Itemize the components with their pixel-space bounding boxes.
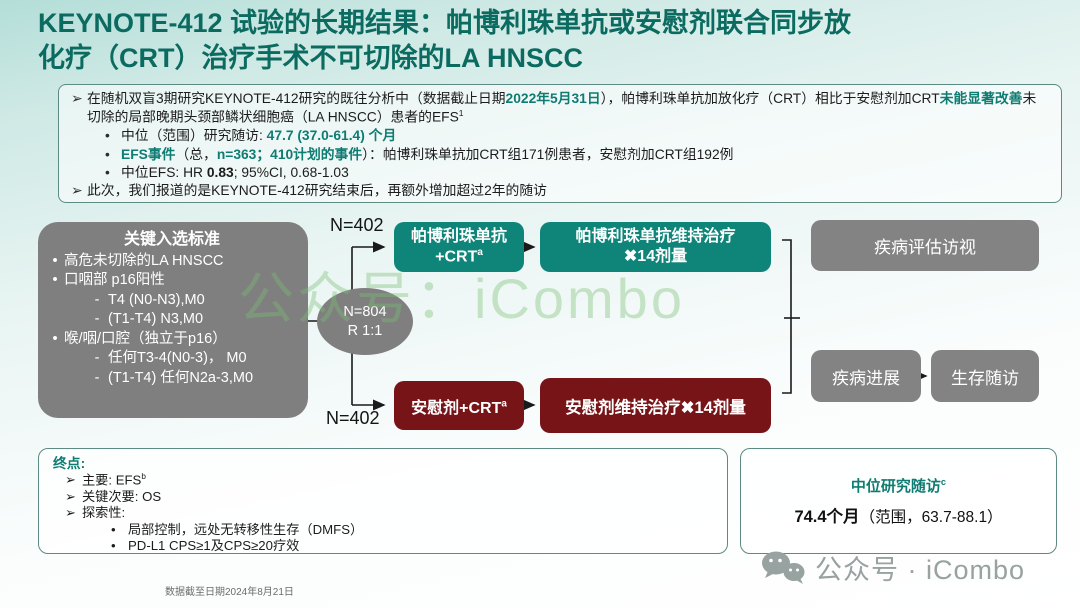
endpoints-title: 终点:	[53, 456, 86, 471]
disease-progression-box: 疾病进展	[811, 350, 921, 402]
placebo-crt-box: 安慰剂+CRTa	[394, 381, 524, 430]
bottom-watermark: 公众号 · iCombo	[760, 548, 1025, 587]
endpoints-box: 终点: ➢主要: EFSb ➢关键次要: OS ➢探索性: •局部控制，远处无转…	[38, 448, 728, 554]
endpoint-item: ➢主要: EFSb	[65, 472, 146, 488]
pembrolizumab-maintenance-box: 帕博利珠单抗维持治疗 ✖14剂量	[540, 222, 771, 272]
title-line-1: KEYNOTE-412 试验的长期结果：帕博利珠单抗或安慰剂联合同步放	[38, 8, 852, 38]
median-followup-title: 中位研究随访c	[850, 477, 947, 495]
median-followup-box: 中位研究随访c 74.4个月（范围，63.7-88.1）	[740, 448, 1057, 554]
data-cutoff-note: 数据截至日期2024年8月21日	[165, 587, 294, 598]
title-line-2: 化疗（CRT）治疗手术不可切除的LA HNSCC	[38, 43, 583, 74]
placebo-maintenance-box: 安慰剂维持治疗✖14剂量	[540, 378, 771, 433]
summary-bullet-3: • EFS事件（总，n=363；410计划的事件）：帕博利珠单抗加CRT组171…	[105, 146, 1049, 164]
survival-followup-box: 生存随访	[931, 350, 1039, 402]
disease-assessment-box: 疾病评估访视	[811, 220, 1039, 271]
summary-bullet-4-text: 中位EFS: HR 0.83; 95%CI, 0.68-1.03	[121, 164, 349, 180]
n-label-bottom: N=402	[326, 408, 380, 428]
criteria-item: -任何T3-4(N0-3)， M0	[94, 350, 247, 367]
endpoint-item: •局部控制，远处无转移性生存（DMFS）	[111, 521, 364, 537]
dot-bullet-icon: •	[105, 146, 110, 162]
summary-bullet-1-text: 在随机双盲3期研究KEYNOTE-412研究的既往分析中（数据截止日期2022年…	[87, 91, 1037, 125]
endpoint-item: ➢关键次要: OS	[65, 488, 162, 504]
summary-bullet-2-text: 中位（范围）研究随访: 47.7 (37.0-61.4) 个月	[121, 128, 397, 144]
summary-bullet-5: ➢ 此次，我们报道的是KEYNOTE-412研究结束后，再额外增加超过2年的随访	[71, 182, 1049, 200]
randomization-ratio: R 1:1	[347, 322, 383, 339]
endpoint-item: ➢探索性:	[65, 505, 126, 521]
criteria-item: •口咽部 p16阳性	[52, 272, 165, 289]
arrow-bullet-icon: ➢	[71, 183, 83, 199]
summary-bullet-4: • 中位EFS: HR 0.83; 95%CI, 0.68-1.03	[105, 164, 1049, 182]
endpoint-item: •PD-L1 CPS≥1及CPS≥20疗效	[111, 537, 300, 553]
page-title: KEYNOTE-412 试验的长期结果：帕博利珠单抗或安慰剂联合同步放 化疗（C…	[38, 6, 1053, 76]
summary-box: ➢ 在随机双盲3期研究KEYNOTE-412研究的既往分析中（数据截止日期202…	[58, 84, 1062, 203]
pembrolizumab-crt-box: 帕博利珠单抗 +CRTa	[394, 222, 524, 272]
wechat-icon	[762, 551, 805, 584]
eligibility-criteria-box: 关键入选标准 •高危未切除的LA HNSCC •口咽部 p16阳性 -T4 (N…	[38, 222, 308, 418]
criteria-item: •喉/咽/口腔（独立于p16）	[52, 330, 227, 347]
criteria-item: -(T1-T4) N3,M0	[94, 311, 204, 328]
arrow-bullet-icon: ➢	[71, 91, 83, 106]
criteria-item: -(T1-T4) 任何N2a-3,M0	[94, 369, 254, 386]
summary-bullet-5-text: 此次，我们报道的是KEYNOTE-412研究结束后，再额外增加超过2年的随访	[87, 183, 547, 199]
randomization-n: N=804	[343, 303, 387, 320]
dot-bullet-icon: •	[105, 164, 110, 180]
n-label-top: N=402	[330, 215, 384, 235]
criteria-item: -T4 (N0-N3),M0	[94, 291, 205, 308]
criteria-title: 关键入选标准	[123, 231, 220, 248]
median-followup-value: 74.4个月（范围，63.7-88.1）	[794, 508, 1003, 526]
dot-bullet-icon: •	[105, 128, 110, 144]
criteria-item: •高危未切除的LA HNSCC	[52, 252, 224, 269]
randomization-node: N=804 R 1:1	[317, 288, 413, 355]
summary-bullet-2: • 中位（范围）研究随访: 47.7 (37.0-61.4) 个月	[105, 127, 1049, 145]
summary-bullet-3-text: EFS事件（总，n=363；410计划的事件）：帕博利珠单抗加CRT组171例患…	[121, 146, 734, 162]
bottom-watermark-text: 公众号 · iCombo	[815, 555, 1026, 585]
summary-bullet-1: ➢ 在随机双盲3期研究KEYNOTE-412研究的既往分析中（数据截止日期202…	[71, 90, 1049, 127]
